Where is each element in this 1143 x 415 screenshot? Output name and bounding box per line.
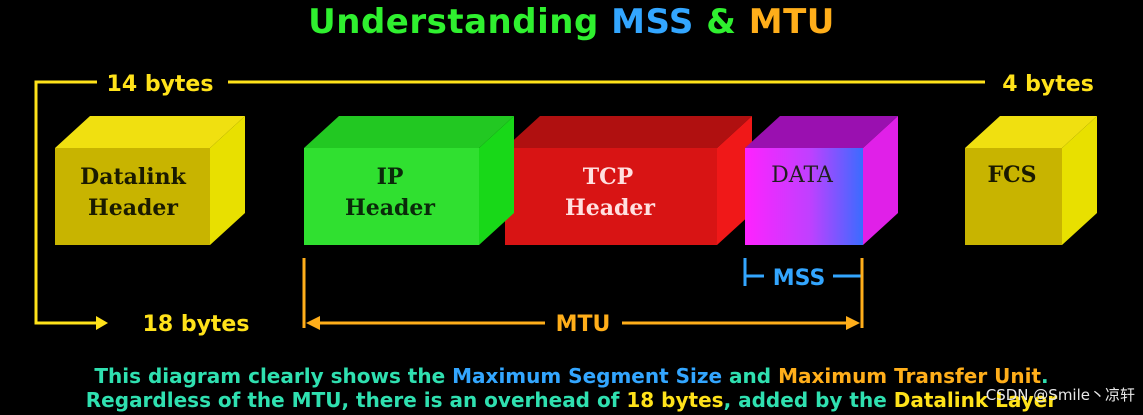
ip-label-line1: IP xyxy=(377,164,404,190)
mtu-left-arrowhead xyxy=(306,316,320,330)
caption2-18-bytes: 18 bytes xyxy=(626,388,724,412)
caption1-text-a: This diagram clearly shows the xyxy=(94,364,453,388)
label-18-bytes: 18 bytes xyxy=(143,312,250,337)
diagram-title: Understanding MSS & MTU xyxy=(0,2,1143,42)
bracket-arrowhead xyxy=(96,316,108,330)
caption1-mss-term: Maximum Segment Size xyxy=(452,364,723,388)
caption2-text-c: , added by the xyxy=(723,388,894,412)
caption2-text-a: Regardless of the MTU, there is an overh… xyxy=(85,388,627,412)
caption1-mtu-term: Maximum Transfer Unit xyxy=(778,364,1042,388)
title-mss: MSS xyxy=(611,2,694,42)
ip-header-box: IP Header xyxy=(304,116,514,245)
datalink-label-line1: Datalink xyxy=(80,164,186,190)
title-ampersand: & xyxy=(693,2,749,42)
watermark: CSDN @Smile丶凉轩 xyxy=(985,386,1135,404)
tcp-label-line2: Header xyxy=(565,195,655,221)
overhead-bracket xyxy=(34,80,985,330)
ip-label-line2: Header xyxy=(345,195,435,221)
data-box: DATA xyxy=(745,116,898,245)
fcs-box: FCS xyxy=(965,116,1097,245)
mtu-right-arrowhead xyxy=(846,316,860,330)
title-understanding: Understanding xyxy=(308,2,612,42)
datalink-label-line2: Header xyxy=(88,195,178,221)
data-label: DATA xyxy=(771,163,834,188)
label-4-bytes: 4 bytes xyxy=(1002,72,1094,97)
label-mtu: MTU xyxy=(556,312,611,337)
caption2-datalink-layer: Datalink Layer xyxy=(893,388,1058,412)
caption-line2: Regardless of the MTU, there is an overh… xyxy=(0,388,1143,412)
label-14-bytes: 14 bytes xyxy=(107,72,214,97)
label-mss: MSS xyxy=(773,266,826,291)
mtu-bracket xyxy=(302,258,864,330)
caption-line1: This diagram clearly shows the Maximum S… xyxy=(0,364,1143,388)
datalink-header-box: Datalink Header xyxy=(55,116,245,245)
fcs-label: FCS xyxy=(987,162,1036,188)
tcp-label-line1: TCP xyxy=(583,164,633,190)
title-mtu: MTU xyxy=(748,2,835,42)
caption1-period: . xyxy=(1041,364,1049,388)
tcp-header-box: TCP Header xyxy=(505,116,752,245)
caption1-text-c: and xyxy=(722,364,779,388)
